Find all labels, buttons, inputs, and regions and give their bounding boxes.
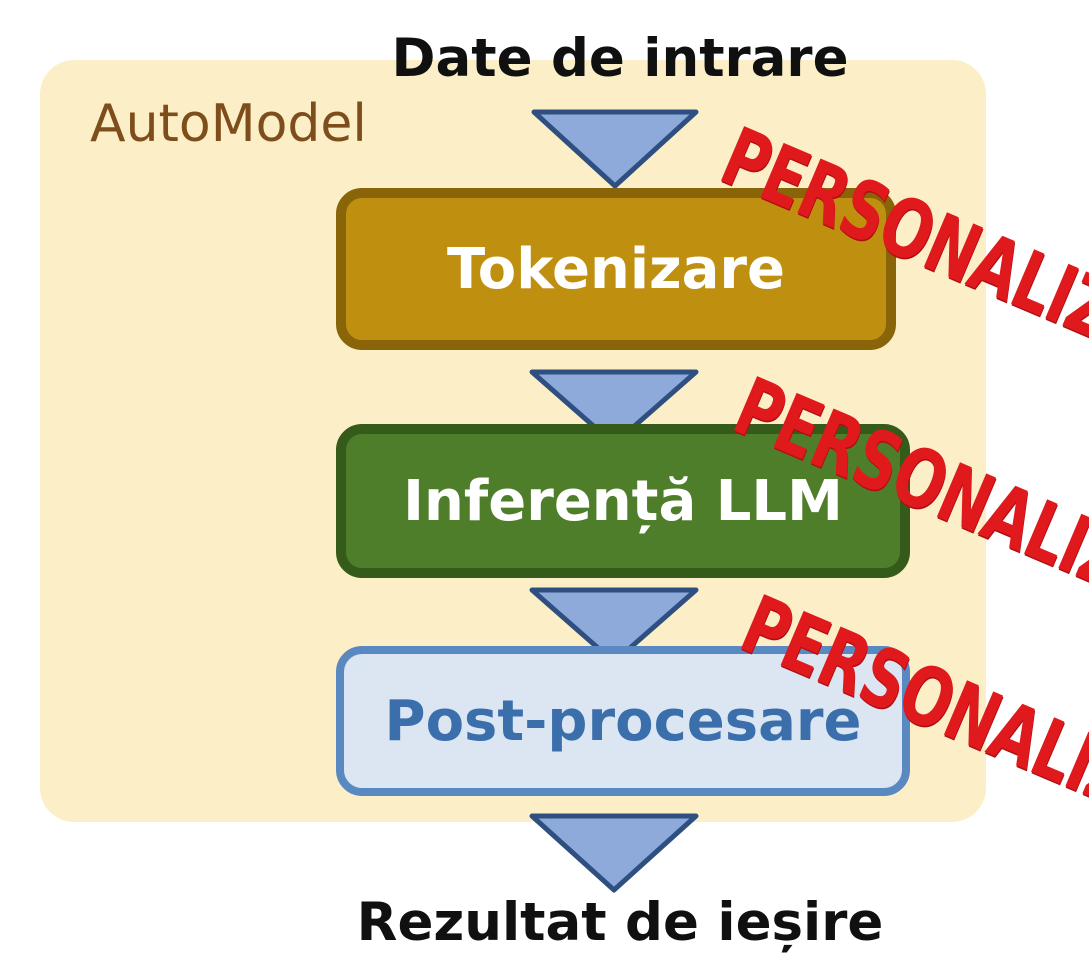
stage-postprocess: Post-procesare [336, 646, 910, 796]
arrow-inference-to-postprocess [529, 587, 699, 665]
container-label: AutoModel [90, 94, 367, 154]
arrow-input-to-tokenize [531, 109, 699, 189]
stage-tokenize: Tokenizare [336, 188, 896, 350]
stage-tokenize-label: Tokenizare [447, 236, 785, 302]
stage-inference: Inferență LLM [336, 424, 910, 578]
stage-inference-label: Inferență LLM [403, 468, 843, 534]
output-label: Rezultat de ieșire [356, 892, 884, 953]
arrow-tokenize-to-inference [529, 369, 699, 447]
stage-postprocess-label: Post-procesare [384, 688, 862, 754]
arrow-postprocess-to-output [529, 813, 699, 893]
input-label: Date de intrare [391, 28, 849, 89]
